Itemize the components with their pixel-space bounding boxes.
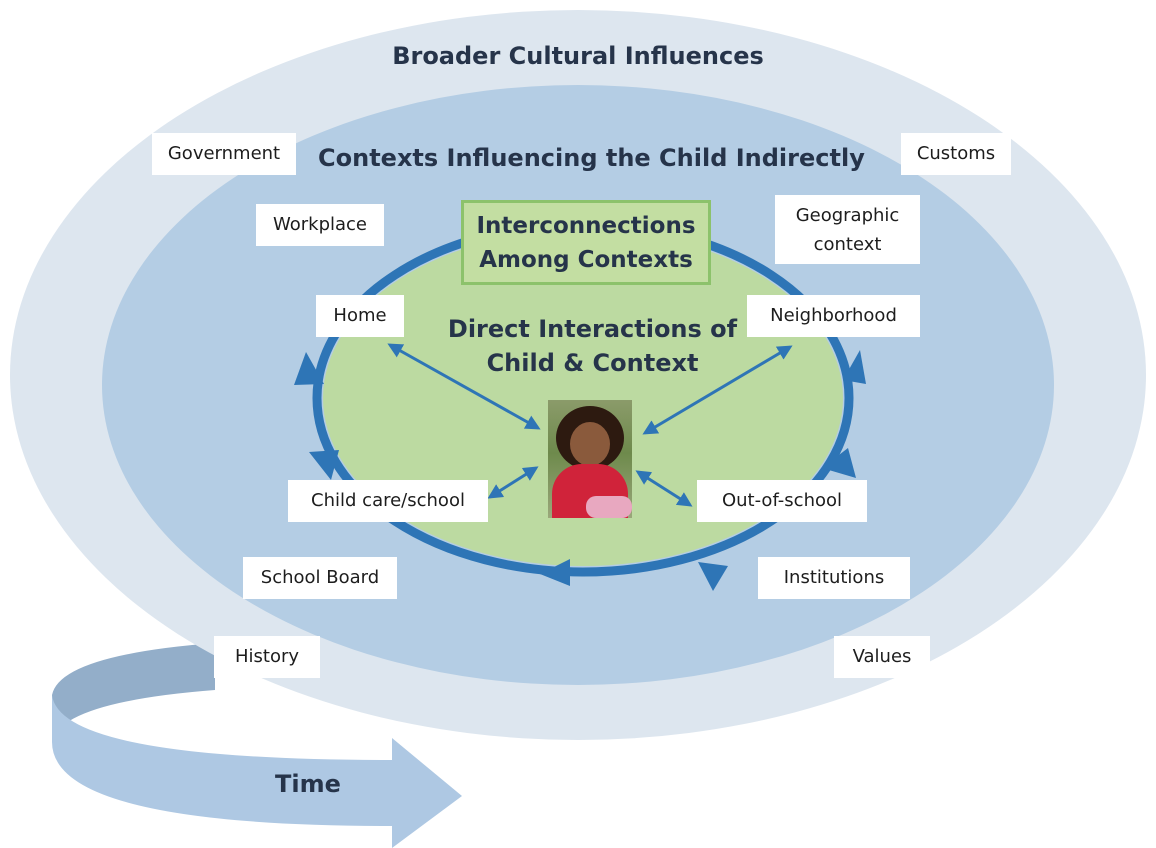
arrow-neighborhood-child <box>642 345 793 435</box>
label-history: History <box>214 636 320 678</box>
inner-heading: Direct Interactions of Child & Context <box>447 315 738 377</box>
time-arrow-front-icon <box>52 695 462 848</box>
interaction-arrows <box>387 343 793 507</box>
label-child-care-school: Child care/school <box>288 480 488 522</box>
time-label: Time <box>275 770 341 798</box>
cycle-arrowhead-icon <box>698 562 728 591</box>
arrow-outofschool-child <box>635 470 693 507</box>
label-institutions: Institutions <box>758 557 910 599</box>
time-arrow-back-icon <box>52 643 215 742</box>
label-customs: Customs <box>901 133 1011 175</box>
cycle-arrowhead-icon <box>294 352 324 385</box>
cycle-arrowhead-icon <box>822 448 856 478</box>
cycle-arrowhead-icon <box>540 559 570 586</box>
middle-heading: Contexts Influencing the Child Indirectl… <box>318 144 865 172</box>
cycle-arrowhead-icon <box>843 350 866 384</box>
label-workplace: Workplace <box>256 204 384 246</box>
label-neighborhood: Neighborhood <box>747 295 920 337</box>
cycle-arrowheads <box>294 350 866 591</box>
label-values: Values <box>834 636 930 678</box>
label-geographic-context: Geographic context <box>775 195 920 264</box>
label-out-of-school: Out-of-school <box>697 480 867 522</box>
cycle-arrowhead-icon <box>309 450 339 480</box>
label-government: Government <box>152 133 296 175</box>
arrow-childcare-child <box>487 466 539 499</box>
outer-heading: Broader Cultural Influences <box>392 42 764 70</box>
interconnections-box: Interconnections Among Contexts <box>461 200 711 285</box>
arrow-home-child <box>387 343 541 430</box>
label-school-board: School Board <box>243 557 397 599</box>
child-photo <box>548 400 632 518</box>
label-home: Home <box>316 295 404 337</box>
